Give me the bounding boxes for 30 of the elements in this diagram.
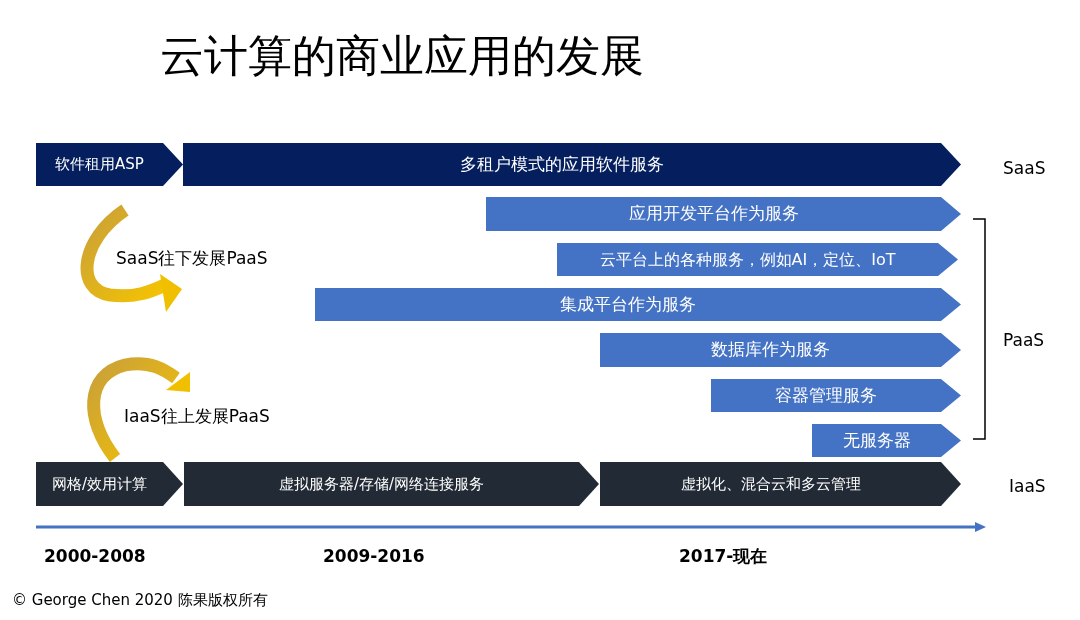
chevron-bar bbox=[36, 462, 183, 506]
chevron-bar bbox=[315, 288, 961, 321]
bar-label: 软件租用ASP bbox=[55, 154, 144, 176]
bar-label: 网格/效用计算 bbox=[51, 473, 148, 495]
annotation-text: SaaS往下发展PaaS bbox=[116, 247, 268, 270]
chevron-bar bbox=[600, 333, 961, 367]
chevron-bar bbox=[36, 143, 183, 186]
bar-label: 数据库作为服务 bbox=[711, 338, 830, 362]
tier-label: SaaS bbox=[1003, 157, 1046, 180]
bar-label: 集成平台作为服务 bbox=[560, 292, 696, 316]
tier-label: PaaS bbox=[1003, 329, 1045, 352]
copyright-note: © George Chen 2020 陈果版权所有 bbox=[12, 590, 268, 611]
tier-label: IaaS bbox=[1009, 475, 1046, 498]
chevron-bar bbox=[600, 462, 961, 506]
bar-label: 容器管理服务 bbox=[775, 383, 877, 407]
bar-label: 虚拟服务器/存储/网络连接服务 bbox=[278, 473, 485, 495]
chevron-bar bbox=[711, 379, 961, 412]
chevron-bar bbox=[812, 424, 961, 457]
annotation-text: IaaS往上发展PaaS bbox=[124, 405, 270, 428]
year-label: 2009-2016 bbox=[323, 545, 425, 568]
bar-label: 多租户模式的应用软件服务 bbox=[460, 152, 664, 176]
bar-label: 虚拟化、混合云和多云管理 bbox=[680, 473, 861, 495]
year-label: 2017-现在 bbox=[679, 545, 768, 568]
bar-label: 无服务器 bbox=[842, 428, 911, 452]
title: 云计算的商业应用的发展 bbox=[160, 29, 644, 83]
bar-label: 应用开发平台作为服务 bbox=[628, 202, 799, 226]
chevron-bar bbox=[486, 197, 961, 231]
chevron-bar bbox=[557, 243, 958, 276]
bar-label: 云平台上的各种服务，例如AI，定位、IoT bbox=[599, 248, 896, 271]
year-label: 2000-2008 bbox=[44, 545, 146, 568]
